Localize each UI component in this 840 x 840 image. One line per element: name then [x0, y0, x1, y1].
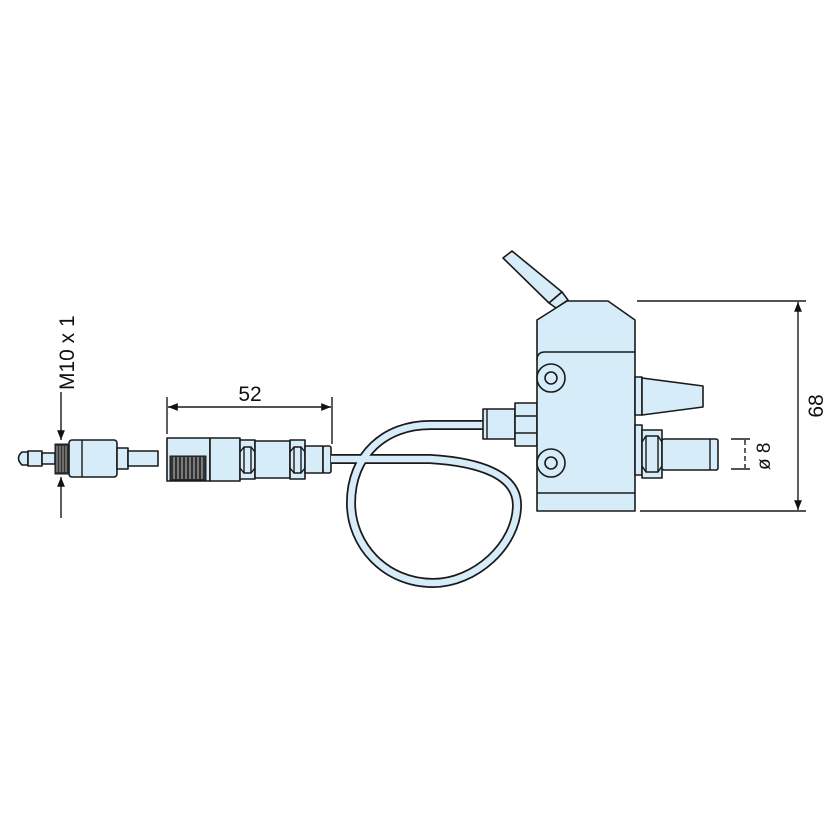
thread-dimension: M10 x 1 [56, 315, 79, 518]
thread-dimension-label: M10 x 1 [56, 315, 79, 390]
valve-device [482, 250, 719, 512]
hose-barb [661, 438, 719, 471]
length-dimension-label: 52 [238, 383, 261, 406]
nozzle [641, 377, 704, 416]
height-dimension-label: 68 [805, 394, 828, 417]
length-dimension: 52 [166, 383, 333, 444]
threaded-adapter [17, 439, 159, 478]
quick-connector [166, 437, 332, 482]
lever [502, 250, 563, 304]
diameter-dimension-label: ø 8 [754, 443, 775, 470]
diameter-dimension: ø 8 [731, 438, 775, 470]
hose [331, 420, 523, 589]
height-dimension: 68 [637, 300, 828, 512]
